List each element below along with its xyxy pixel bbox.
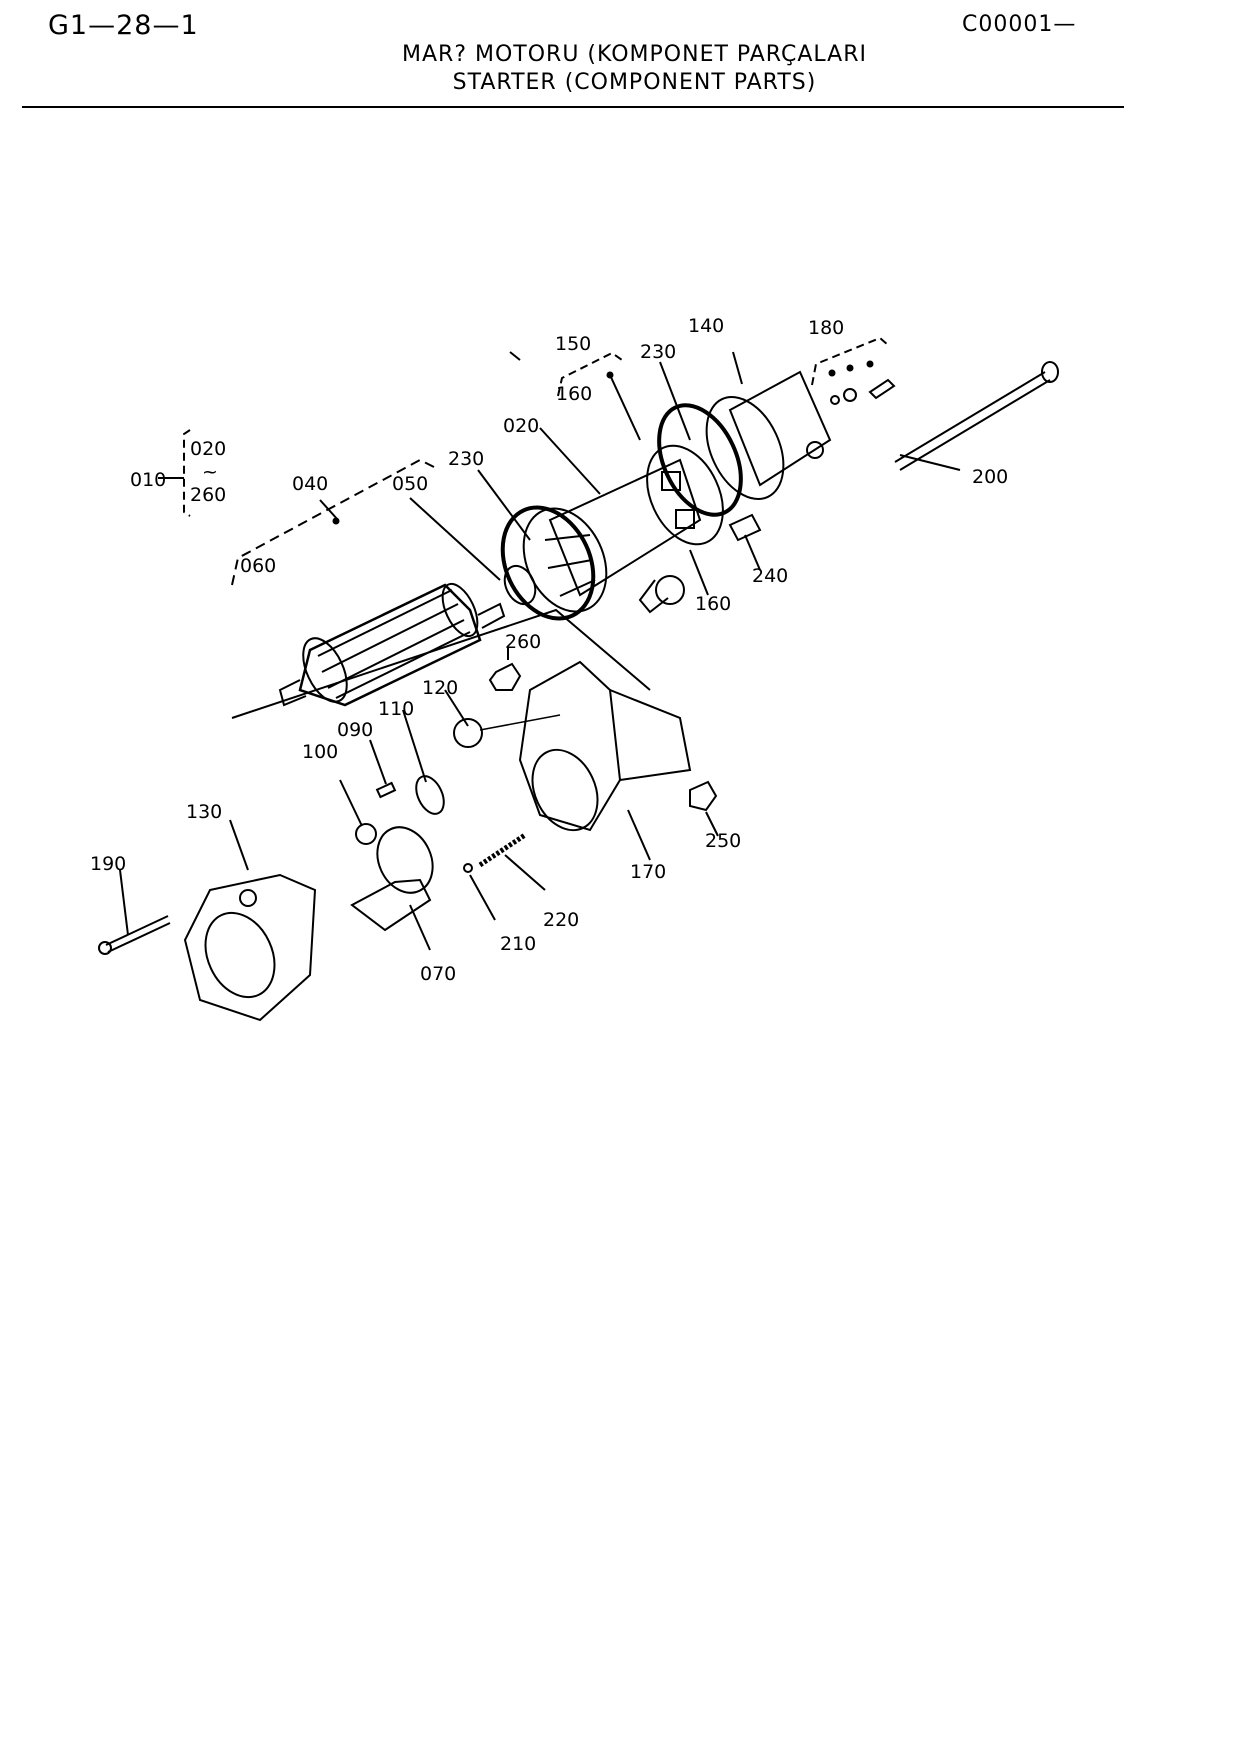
armature <box>278 582 506 707</box>
terminal-cap <box>728 513 762 542</box>
title-turkish: MAR? MOTORU (KOMPONET PARÇALARI <box>402 42 867 67</box>
retainer <box>355 823 377 845</box>
callout-220: 220 <box>543 909 579 931</box>
callout-120: 120 <box>422 677 458 699</box>
exploded-parts-diagram: 010 020 ~ 260 040 050 060 230 020 150 16… <box>90 315 1059 1022</box>
clutch-gear <box>415 775 445 815</box>
callout-210: 210 <box>500 933 536 955</box>
doc-code: C00001— <box>962 12 1077 37</box>
group-010-bracket <box>183 429 191 517</box>
callout-050: 050 <box>392 473 428 495</box>
callout-020: 020 <box>503 415 539 437</box>
callout-150: 150 <box>555 333 591 355</box>
callout-010: 010 <box>130 469 166 491</box>
group-180-bracket <box>811 336 889 386</box>
o-ring-right <box>657 403 743 517</box>
callout-180: 180 <box>808 317 844 339</box>
yoke <box>522 458 702 614</box>
page-code: G1—28—1 <box>48 10 199 41</box>
front-bolt <box>105 915 171 953</box>
front-housing <box>183 873 317 1022</box>
callout-range-tilde: ~ <box>202 461 218 483</box>
overrunning-clutch <box>350 826 434 932</box>
idle-gear <box>453 718 483 748</box>
callout-250: 250 <box>705 830 741 852</box>
screws-washers <box>830 378 896 405</box>
header-rule <box>22 106 1124 108</box>
callout-020-range-start: 020 <box>190 438 226 460</box>
brush-holder <box>646 444 724 546</box>
nut <box>488 662 522 691</box>
callout-230-left: 230 <box>448 448 484 470</box>
callout-230-right: 230 <box>640 341 676 363</box>
callout-240: 240 <box>752 565 788 587</box>
armature-group-frame <box>231 608 651 719</box>
title-english: STARTER (COMPONENT PARTS) <box>452 70 817 95</box>
callout-140: 140 <box>688 315 724 337</box>
terminal-nut <box>689 780 718 812</box>
callout-100: 100 <box>302 741 338 763</box>
callout-040: 040 <box>292 473 328 495</box>
group-150-bracket <box>557 351 623 397</box>
gear-case <box>518 660 692 832</box>
callout-260: 260 <box>505 631 541 653</box>
spring <box>478 832 527 868</box>
callout-130: 130 <box>186 801 222 823</box>
callout-090: 090 <box>337 719 373 741</box>
end-cover <box>705 370 832 501</box>
o-ring-left <box>500 505 596 621</box>
callout-070: 070 <box>420 963 456 985</box>
callout-110: 110 <box>378 698 414 720</box>
steel-ball <box>463 863 473 873</box>
callout-160-top: 160 <box>556 383 592 405</box>
callout-160-bottom: 160 <box>695 593 731 615</box>
through-bolt <box>894 371 1051 471</box>
callout-190: 190 <box>90 853 126 875</box>
pin <box>375 781 397 799</box>
callout-260-range-end: 260 <box>190 484 226 506</box>
callout-170: 170 <box>630 861 666 883</box>
callout-060: 060 <box>240 555 276 577</box>
callout-200: 200 <box>972 466 1008 488</box>
